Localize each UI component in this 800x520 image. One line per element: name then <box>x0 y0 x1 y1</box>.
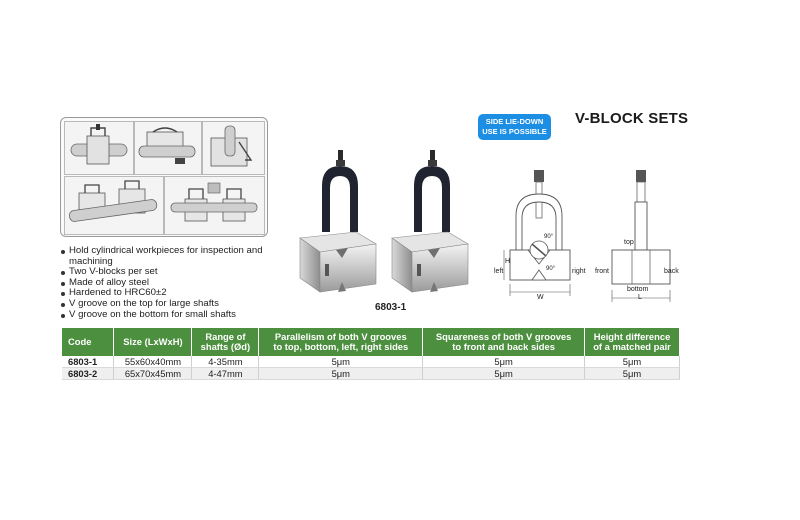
cell-parallelism: 5μm <box>258 367 424 380</box>
cell-code: 6803-1 <box>62 356 115 368</box>
usage-illustrations <box>60 117 268 237</box>
badge-line-2: USE IS POSSIBLE <box>482 127 547 136</box>
feature-item: Two V-blocks per set <box>60 267 290 278</box>
feature-item: Made of alloy steel <box>60 277 290 289</box>
label-l: L <box>638 294 642 301</box>
product-photo <box>299 150 469 293</box>
cell-squareness: 5μm <box>422 367 586 380</box>
cell-range: 4-35mm <box>191 356 260 368</box>
feature-list: Hold cylindrical workpieces for inspecti… <box>60 245 290 321</box>
label-top: top <box>624 239 634 246</box>
side-lie-down-badge: SIDE LIE-DOWN USE IS POSSIBLE <box>478 114 551 140</box>
feature-item: V groove on the bottom for small shafts <box>60 309 290 321</box>
cell-height-difference: 5μm <box>584 356 680 368</box>
cell-height-difference: 5μm <box>584 367 680 380</box>
feature-item: Hold cylindrical workpieces for inspecti… <box>60 245 290 267</box>
v-block-left <box>299 150 377 293</box>
label-h: H <box>505 258 511 265</box>
cell-size: 65x70x45mm <box>113 367 193 380</box>
cell-squareness: 5μm <box>422 356 586 368</box>
cell-parallelism: 5μm <box>258 356 424 368</box>
usage-image-1 <box>64 121 134 175</box>
front-view-diagram: left right H W 90° 90° <box>492 164 592 304</box>
header-code: Code <box>62 328 115 356</box>
cell-code: 6803-2 <box>62 367 115 380</box>
side-view-diagram: top front back bottom L <box>594 164 686 304</box>
label-angle-top: 90° <box>544 234 554 240</box>
cell-size: 55x60x40mm <box>113 356 193 368</box>
feature-item: V groove on the top for large shafts <box>60 298 290 310</box>
usage-image-3 <box>202 121 265 175</box>
label-w: W <box>537 294 544 301</box>
usage-image-4 <box>64 176 164 235</box>
label-front: front <box>595 268 610 275</box>
feature-item: Hardened to HRC60±2 <box>60 288 290 299</box>
product-caption: 6803-1 <box>375 302 407 313</box>
label-back: back <box>664 268 679 275</box>
table-row: 6803-1 55x60x40mm 4-35mm 5μm 5μm 5μm <box>62 356 680 368</box>
page-title: V-BLOCK SETS <box>575 110 689 127</box>
label-angle-bottom: 90° <box>546 266 556 272</box>
cell-range: 4-47mm <box>191 367 260 380</box>
usage-image-2 <box>134 121 202 175</box>
usage-image-5 <box>164 176 265 235</box>
label-bottom: bottom <box>627 286 649 293</box>
badge-line-1: SIDE LIE-DOWN <box>485 117 544 126</box>
label-left: left <box>494 268 504 275</box>
v-block-right <box>391 150 469 293</box>
label-right: right <box>572 268 586 275</box>
header-size: Size (LxWxH) <box>113 328 193 356</box>
table-row: 6803-2 65x70x45mm 4-47mm 5μm 5μm 5μm <box>62 367 680 380</box>
